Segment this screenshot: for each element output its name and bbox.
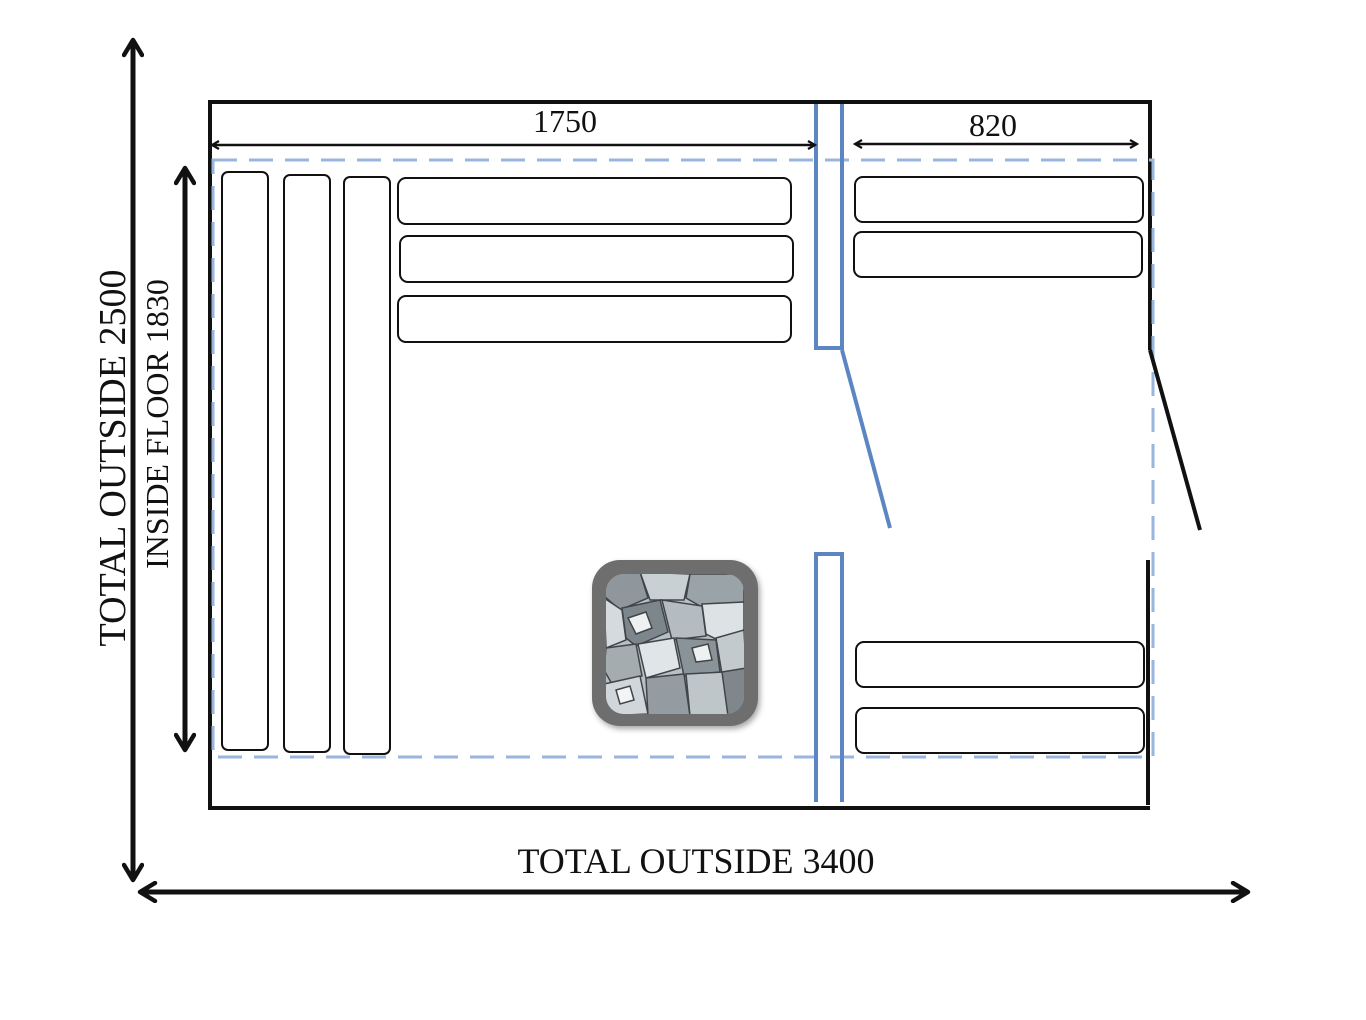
bench-horizontal bbox=[854, 176, 1144, 223]
bench-vertical bbox=[221, 171, 269, 751]
bench-horizontal bbox=[853, 231, 1143, 278]
bench-horizontal bbox=[397, 177, 792, 225]
vertical-benches bbox=[221, 171, 391, 755]
bench-horizontal bbox=[855, 707, 1145, 754]
bench-horizontal bbox=[397, 295, 792, 343]
inside-floor-outline bbox=[211, 158, 1155, 759]
partition-wall bbox=[814, 104, 844, 802]
dimension-label-820: 820 bbox=[969, 107, 1017, 143]
entrance-door bbox=[1148, 349, 1202, 531]
sauna-door bbox=[840, 349, 892, 529]
outer-wall bbox=[208, 100, 1152, 810]
changing-room-benches bbox=[853, 176, 1145, 754]
dimension-label-inside-floor: INSIDE FLOOR 1830 bbox=[139, 279, 175, 569]
dimension-label-1750: 1750 bbox=[533, 103, 597, 139]
bench-vertical bbox=[283, 174, 331, 753]
dimension-label-total-height: TOTAL OUTSIDE 2500 bbox=[92, 270, 134, 647]
bench-horizontal bbox=[855, 641, 1145, 688]
sauna-stove-rocks-icon bbox=[592, 560, 758, 726]
bench-horizontal bbox=[399, 235, 794, 283]
sauna-horizontal-benches bbox=[397, 177, 794, 343]
bench-vertical bbox=[343, 176, 391, 755]
dimension-label-total-width: TOTAL OUTSIDE 3400 bbox=[517, 841, 874, 881]
